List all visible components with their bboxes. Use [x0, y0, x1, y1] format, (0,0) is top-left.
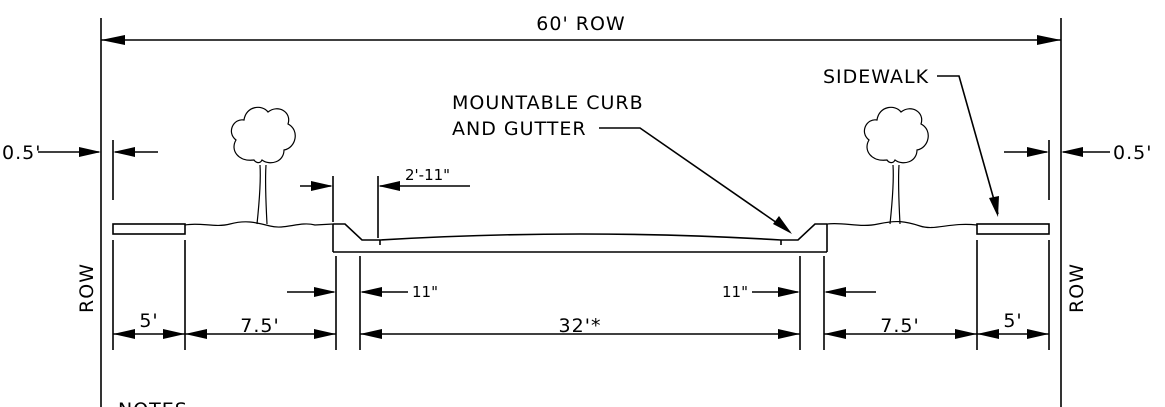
sidewalk-left-dimension: 5' — [113, 310, 185, 339]
sidewalk-left — [112, 223, 186, 235]
curb-right-dimension: 11" — [722, 283, 876, 301]
notes-heading: NOTES — [118, 399, 188, 407]
sidewalk-right-width: 5' — [1003, 310, 1022, 332]
planting-right-width: 7.5' — [880, 315, 919, 337]
row-total-dimension: 60' ROW — [101, 13, 1061, 45]
ground-left — [184, 221, 334, 228]
ground-right — [826, 220, 978, 229]
curb-label-line1: MOUNTABLE CURB — [452, 92, 644, 114]
tree-right — [863, 106, 929, 225]
curb-label-line2: AND GUTTER — [452, 118, 587, 140]
pavement-width: 32'* — [559, 315, 602, 337]
offset-right-label: 0.5' — [1113, 142, 1152, 164]
curb-right-label: 11" — [722, 283, 748, 301]
sidewalk-right — [976, 223, 1050, 235]
sidewalk-label: SIDEWALK — [823, 66, 929, 88]
row-label-left: ROW — [76, 263, 98, 313]
pavement-dimension: 32'* — [360, 315, 800, 339]
offset-left-dimension: 0.5' — [2, 140, 158, 200]
curb-callout: MOUNTABLE CURB AND GUTTER — [452, 92, 792, 234]
offset-left-label: 0.5' — [2, 142, 41, 164]
tree-left — [230, 106, 296, 225]
sidewalk-right-dimension: 5' — [977, 310, 1049, 339]
gutter-label: 2'-11" — [405, 166, 450, 184]
curb-left-dimension: 11" — [287, 283, 438, 301]
row-total-label: 60' ROW — [536, 13, 625, 35]
offset-right-dimension: 0.5' — [1004, 140, 1152, 200]
planting-left-width: 7.5' — [240, 315, 279, 337]
curb-left-label: 11" — [412, 283, 438, 301]
planting-right-dimension: 7.5' — [824, 315, 977, 339]
pavement-section — [332, 223, 828, 253]
sidewalk-left-width: 5' — [139, 310, 158, 332]
gutter-dimension: 2'-11" — [300, 166, 470, 238]
row-label-right: ROW — [1066, 263, 1088, 313]
planting-left-dimension: 7.5' — [185, 315, 336, 339]
sidewalk-callout: SIDEWALK — [823, 66, 999, 217]
